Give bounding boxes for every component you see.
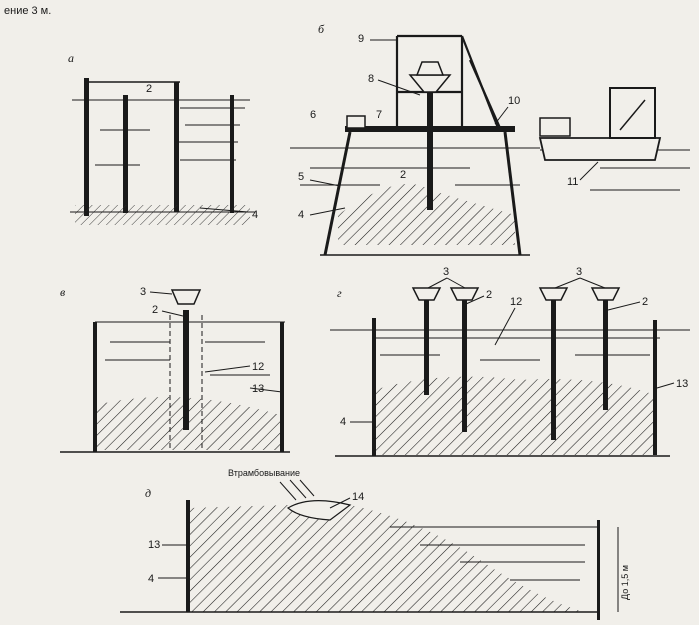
panel-b-callout-2: 2	[400, 169, 406, 181]
panel-d-callout-14: 14	[352, 491, 364, 503]
pile-2	[174, 82, 179, 212]
panel-b-callout-10: 10	[508, 95, 520, 107]
panel-b-callout-7: 7	[376, 109, 382, 121]
panel-b-callout-5: 5	[298, 171, 304, 183]
panel-a-ground	[75, 205, 250, 225]
panel-b-ground	[338, 183, 515, 245]
panel-d-pile	[186, 500, 190, 612]
panel-g-callout-3a: 3	[443, 266, 449, 278]
panel-b: б	[290, 22, 690, 256]
header-fragment: ениe 3 м.	[4, 5, 51, 17]
panel-b-callout-8: 8	[368, 73, 374, 85]
panel-d-callout-4: 4	[148, 573, 154, 585]
panel-d-callout-13: 13	[148, 539, 160, 551]
panel-d: д Втрамбовывание 14 13 4 До 1,5 м	[120, 468, 630, 620]
barge	[538, 137, 662, 161]
panel-g-callout-12: 12	[510, 296, 522, 308]
panel-g-callout-3b: 3	[576, 266, 582, 278]
panel-v-letter: в	[60, 285, 65, 299]
panel-d-caption: Втрамбовывание	[228, 468, 300, 478]
sheet-pile-left	[84, 78, 89, 216]
panel-g-callout-13: 13	[676, 378, 688, 390]
panel-g-callout-4: 4	[340, 416, 346, 428]
panel-v-callout-12: 12	[252, 361, 264, 373]
sheet-pile-right	[230, 95, 234, 213]
panel-b-callout-9: 9	[358, 33, 364, 45]
panel-b-callout-6: 6	[310, 109, 316, 121]
panel-v-callout-3: 3	[140, 286, 146, 298]
panel-d-depth-label: До 1,5 м	[620, 565, 630, 600]
panel-a: а 2 4	[68, 51, 258, 225]
sheet-pile-mid	[123, 95, 128, 213]
panel-g-callout-2b: 2	[642, 296, 648, 308]
panel-g: г 3 3 2 12 2 4	[330, 266, 690, 457]
panel-b-pile-2	[427, 92, 433, 210]
panel-a-callout-2: 2	[146, 83, 152, 95]
panel-a-callout-4: 4	[252, 209, 258, 221]
panel-v-pile	[183, 310, 189, 430]
panel-v: в 3 2 12 13	[60, 285, 290, 453]
panel-b-callout-4: 4	[298, 209, 304, 221]
panel-g-letter: г	[337, 286, 342, 300]
panel-b-callout-11: 11	[567, 176, 578, 188]
panel-d-letter: д	[145, 486, 151, 500]
panel-d-ground	[190, 502, 585, 612]
panel-v-callout-2: 2	[152, 304, 158, 316]
panel-a-letter: а	[68, 51, 74, 65]
panel-g-ground	[374, 376, 655, 455]
panel-g-callout-2a: 2	[486, 289, 492, 301]
panel-b-letter: б	[318, 22, 325, 36]
